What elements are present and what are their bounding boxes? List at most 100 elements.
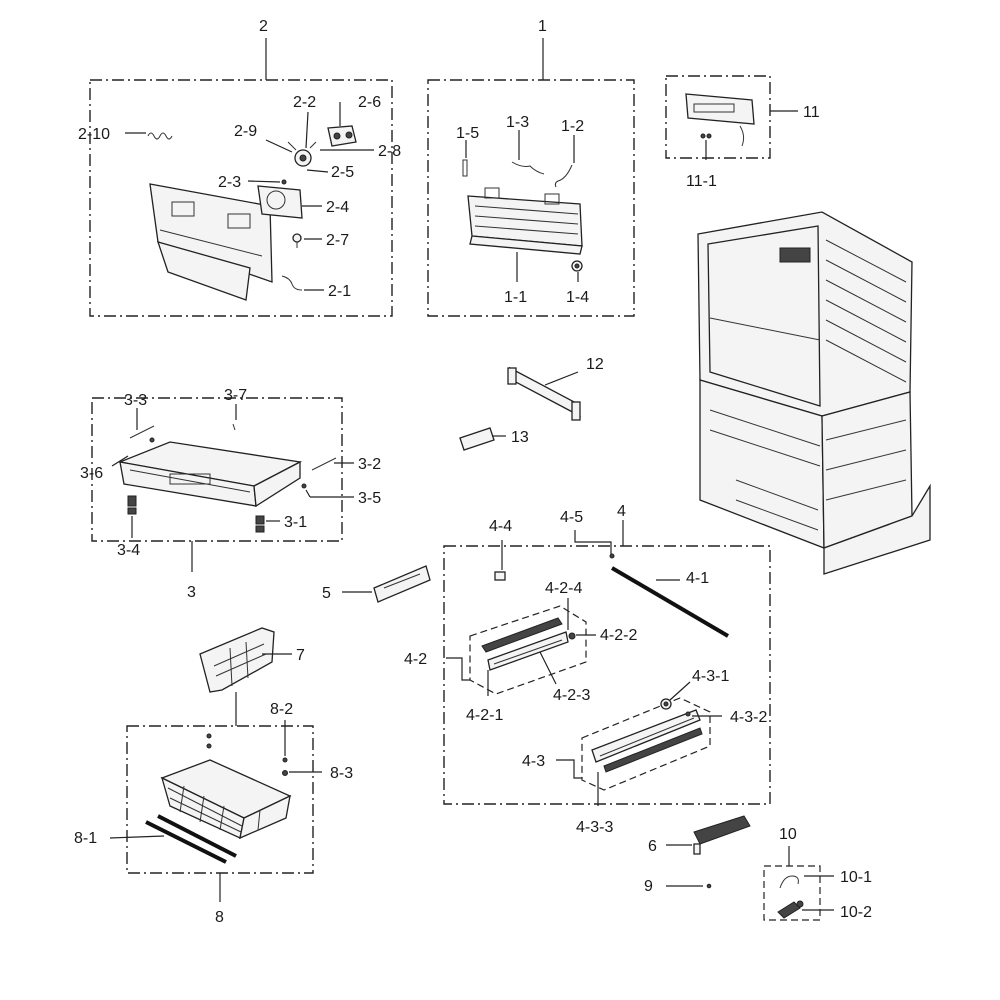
roller-3-4-part[interactable] (127, 495, 137, 515)
label-1-3[interactable]: 1-3 (506, 114, 529, 131)
label-4-2[interactable]: 4-2 (404, 651, 427, 668)
label-2-5[interactable]: 2-5 (331, 164, 354, 181)
label-4-2-2[interactable]: 4-2-2 (600, 627, 637, 644)
screw-3-5-part[interactable] (301, 483, 307, 489)
harness-1-3-part[interactable] (511, 161, 545, 175)
fuse-1-4-part[interactable] (571, 260, 583, 272)
label-2-1[interactable]: 2-1 (328, 283, 351, 300)
slide-rail-4-2-part[interactable] (481, 617, 569, 671)
group-3-box (91, 397, 343, 542)
label-4-4[interactable]: 4-4 (489, 518, 512, 535)
evaporator-cover-part[interactable] (149, 183, 273, 301)
roller-4-3-1-part[interactable] (660, 698, 672, 710)
screw-4-2-2-part[interactable] (568, 632, 576, 640)
label-4-3[interactable]: 4-3 (522, 753, 545, 770)
label-4-2-4[interactable]: 4-2-4 (545, 580, 582, 597)
screw-11-1-part[interactable] (700, 133, 712, 139)
label-8[interactable]: 8 (215, 909, 224, 926)
label-4[interactable]: 4 (617, 503, 626, 520)
slide-rail-4-3-part[interactable] (591, 709, 703, 773)
rail-3-2-part[interactable] (311, 457, 337, 471)
group-8: 8 8-2 8-3 8-1 (74, 701, 353, 926)
label-4-3-3[interactable]: 4-3-3 (576, 819, 613, 836)
rail-3-3-part[interactable] (129, 425, 155, 439)
spring-part[interactable] (147, 132, 173, 140)
label-4-2-3[interactable]: 4-2-3 (553, 687, 590, 704)
screw-9-part[interactable] (706, 883, 712, 889)
freezer-basket-part[interactable] (160, 759, 292, 840)
label-13[interactable]: 13 (511, 429, 529, 446)
label-8-2[interactable]: 8-2 (270, 701, 293, 718)
label-2-2[interactable]: 2-2 (293, 94, 316, 111)
label-1-2[interactable]: 1-2 (561, 118, 584, 135)
cover-12-part[interactable] (507, 366, 581, 421)
label-3-5[interactable]: 3-5 (358, 490, 381, 507)
label-3-7[interactable]: 3-7 (224, 387, 247, 404)
pantry-drawer-part[interactable] (117, 441, 303, 508)
screws-8-part[interactable] (206, 733, 212, 749)
fan-shroud-part[interactable] (257, 185, 303, 219)
screw-4-5-part[interactable] (609, 553, 615, 559)
label-10-1[interactable]: 10-1 (840, 869, 872, 886)
group-11-box (665, 75, 771, 159)
label-8-3[interactable]: 8-3 (330, 765, 353, 782)
motor-bracket-part[interactable] (327, 125, 357, 147)
basket-divider-7-part[interactable] (199, 627, 275, 693)
label-4-3-1[interactable]: 4-3-1 (692, 668, 729, 685)
label-10-2[interactable]: 10-2 (840, 904, 872, 921)
label-6[interactable]: 6 (648, 838, 657, 855)
label-2-7[interactable]: 2-7 (326, 232, 349, 249)
cover-6-part[interactable] (693, 815, 751, 855)
wire-10-1-part[interactable] (779, 875, 799, 889)
screw-2-3-part[interactable] (281, 179, 287, 185)
label-3-4[interactable]: 3-4 (117, 542, 140, 559)
label-4-2-1[interactable]: 4-2-1 (466, 707, 503, 724)
harness-1-2-part[interactable] (554, 164, 573, 188)
label-11-1[interactable]: 11-1 (686, 173, 717, 190)
label-2-4[interactable]: 2-4 (326, 199, 349, 216)
label-9[interactable]: 9 (644, 878, 653, 895)
label-1-5[interactable]: 1-5 (456, 125, 479, 142)
roller-3-1-part[interactable] (255, 515, 265, 533)
label-4-3-2[interactable]: 4-3-2 (730, 709, 767, 726)
label-1-1[interactable]: 1-1 (504, 289, 527, 306)
guide-5-part[interactable] (373, 565, 431, 603)
fan-motor-part[interactable] (287, 141, 317, 167)
ice-maker-part[interactable] (685, 93, 755, 147)
sensor-1-5-part[interactable] (462, 159, 468, 177)
label-12[interactable]: 12 (586, 356, 604, 373)
sensor-10-2-part[interactable] (777, 900, 804, 919)
rails-8-1-part[interactable] (145, 814, 237, 864)
label-8-1[interactable]: 8-1 (74, 830, 97, 847)
shaft-4-1-part[interactable] (610, 566, 730, 638)
label-10[interactable]: 10 (779, 826, 797, 843)
screw-3-7-part[interactable] (232, 423, 236, 431)
label-3[interactable]: 3 (187, 584, 196, 601)
label-3-2[interactable]: 3-2 (358, 456, 381, 473)
insulation-13-part[interactable] (459, 427, 495, 451)
label-1[interactable]: 1 (538, 18, 547, 35)
label-3-1[interactable]: 3-1 (284, 514, 307, 531)
label-3-3[interactable]: 3-3 (124, 392, 147, 409)
label-5[interactable]: 5 (322, 585, 331, 602)
label-4-1[interactable]: 4-1 (686, 570, 709, 587)
label-2-3[interactable]: 2-3 (218, 174, 241, 191)
label-11[interactable]: 11 (803, 104, 820, 121)
label-2-9[interactable]: 2-9 (234, 123, 257, 140)
screw-8-3-part[interactable] (282, 770, 288, 776)
label-7[interactable]: 7 (296, 647, 305, 664)
label-2-8[interactable]: 2-8 (378, 143, 401, 160)
screw-2-7-part[interactable] (292, 233, 302, 248)
label-1-4[interactable]: 1-4 (566, 289, 589, 306)
label-2-6[interactable]: 2-6 (358, 94, 381, 111)
screw-8-2-part[interactable] (282, 757, 288, 763)
clip-4-4-part[interactable] (494, 571, 506, 581)
label-2[interactable]: 2 (259, 18, 268, 35)
label-3-6[interactable]: 3-6 (80, 465, 103, 482)
label-2-10[interactable]: 2-10 (78, 126, 110, 143)
wire-2-1-part[interactable] (281, 275, 303, 291)
evaporator-part[interactable] (467, 187, 583, 255)
screw-4-3-2-part[interactable] (685, 711, 691, 717)
label-4-5[interactable]: 4-5 (560, 509, 583, 526)
refrigerator-cabinet-part[interactable] (697, 211, 931, 575)
